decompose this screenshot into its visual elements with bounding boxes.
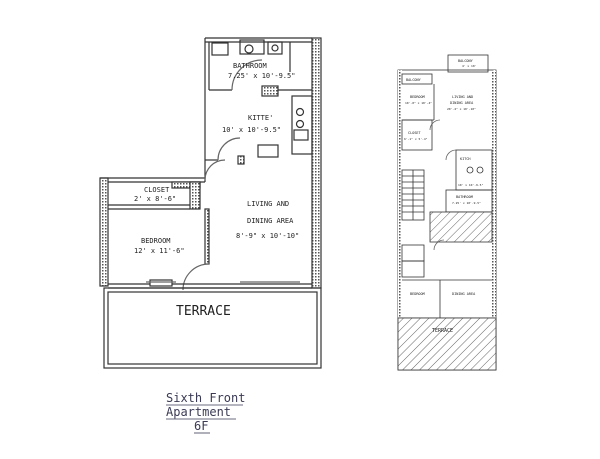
living-dims: 8'-9" x 10'-10" <box>236 232 299 240</box>
closet-dims: 2' x 8'-6" <box>134 195 176 203</box>
svg-text:KITCH: KITCH <box>460 157 471 161</box>
svg-text:BALCONY: BALCONY <box>458 59 474 63</box>
svg-text:4' x 10': 4' x 10' <box>462 64 477 68</box>
caption-line3: 6F <box>194 419 208 433</box>
kitchen-sink <box>257 144 279 158</box>
svg-text:BEDROOM: BEDROOM <box>410 292 425 296</box>
kitchen-counter <box>291 95 313 155</box>
terrace-area <box>103 287 322 369</box>
toilet-bowl <box>244 44 254 54</box>
svg-text:7.25' x 10'-9.5": 7.25' x 10'-9.5" <box>452 201 481 205</box>
caption-line1: Sixth Front <box>166 391 245 405</box>
main-floor-plan <box>99 37 322 369</box>
toilet <box>239 39 265 55</box>
svg-text:6'-1" x 5'-4": 6'-1" x 5'-4" <box>404 137 428 141</box>
kitchen-label: KITTE' <box>248 114 273 122</box>
svg-text:20'-4" x 10'-10": 20'-4" x 10'-10" <box>447 107 476 111</box>
key-plan-labels: BALCONY 4' x 10' BALCONY BEDROOM 10'-0" … <box>404 59 483 334</box>
svg-text:10' x 10'-9.5": 10' x 10'-9.5" <box>458 183 483 187</box>
closet-label: CLOSET <box>144 186 170 194</box>
caption-line2: Apartment <box>166 405 231 419</box>
terrace-label: TERRACE <box>176 304 231 319</box>
svg-text:LIVING AND: LIVING AND <box>452 95 473 99</box>
key-plan <box>397 54 497 371</box>
bedroom-label: BEDROOM <box>141 237 171 245</box>
svg-text:TERRACE: TERRACE <box>432 328 453 334</box>
main-plan-labels: BATHROOM 7.25' x 10'-9.5" KITTE' 10' x 1… <box>134 62 299 319</box>
east-wall <box>311 37 322 289</box>
svg-text:10'-0" x 10'-4": 10'-0" x 10'-4" <box>405 101 432 105</box>
bathroom-dims: 7.25' x 10'-9.5" <box>228 72 295 80</box>
sink <box>267 41 283 55</box>
living-label-line1: LIVING AND <box>247 200 289 208</box>
svg-text:BATHROOM: BATHROOM <box>456 195 473 199</box>
bathroom-label: BATHROOM <box>233 62 267 70</box>
kitchen-dims: 10' x 10'-9.5" <box>222 126 281 134</box>
svg-text:DINING AREA: DINING AREA <box>452 292 476 296</box>
svg-text:DINING AREA: DINING AREA <box>450 101 474 105</box>
bedroom-dims: 12' x 11'-6" <box>134 247 185 255</box>
bathtub <box>211 42 229 56</box>
svg-text:CLOSET: CLOSET <box>408 131 422 135</box>
living-label-line2: DINING AREA <box>247 217 294 225</box>
key-plan-terrace <box>397 317 497 371</box>
plan-caption: Sixth Front Apartment 6F <box>166 391 245 434</box>
svg-text:BEDROOM: BEDROOM <box>410 95 425 99</box>
svg-text:BALCONY: BALCONY <box>406 78 422 82</box>
west-wall <box>99 177 109 287</box>
